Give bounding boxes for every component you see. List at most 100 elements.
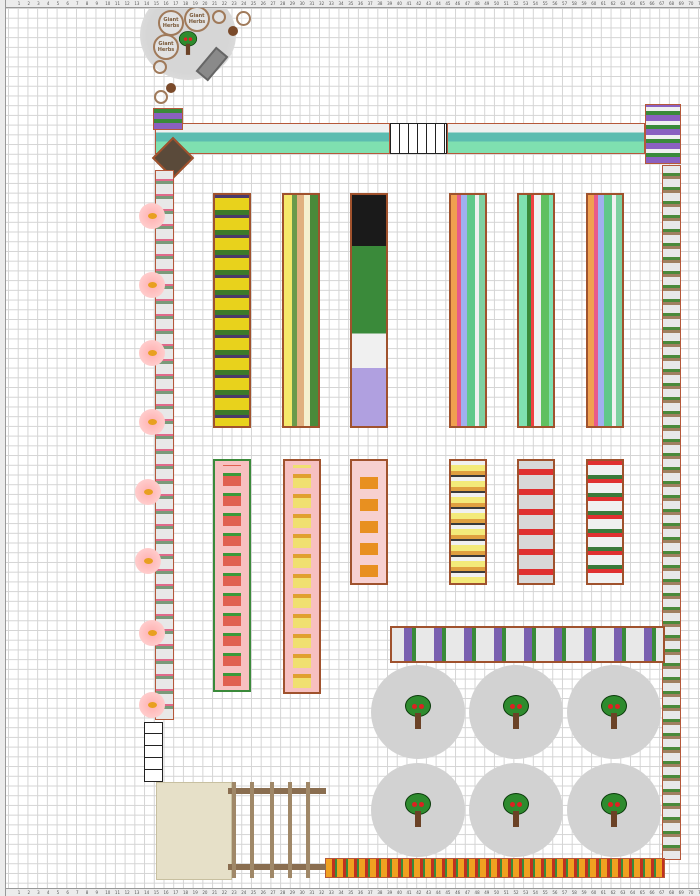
ruler-tick-label: 56 <box>552 1 558 6</box>
apple-tree-icon <box>503 695 529 729</box>
raised-bed-greens[interactable] <box>517 193 555 428</box>
top-border-bed-left[interactable] <box>155 123 390 154</box>
pot-dark[interactable] <box>228 26 238 36</box>
pot[interactable] <box>154 90 168 104</box>
ruler-tick-label: 63 <box>620 1 626 6</box>
bottom-border-bed[interactable] <box>325 858 665 878</box>
ruler-tick-label: 46 <box>455 890 461 895</box>
ruler-tick-label: 52 <box>513 890 519 895</box>
pot[interactable] <box>236 11 251 26</box>
apple-tree-icon <box>405 793 431 827</box>
ruler-tick-label: 24 <box>241 890 247 895</box>
ruler-tick-label: 69 <box>678 1 684 6</box>
raised-bed-strawberries-2[interactable] <box>586 459 624 585</box>
raised-bed-stripes-2[interactable] <box>586 193 624 428</box>
right-border-bed[interactable] <box>662 165 681 860</box>
pot[interactable] <box>153 60 167 74</box>
flower-plant[interactable] <box>139 692 165 718</box>
fruit-tree[interactable] <box>469 763 563 857</box>
ruler-tick-label: 69 <box>678 890 684 895</box>
raised-bed-horizontal[interactable] <box>390 626 665 663</box>
raised-bed-eggplant-peppers[interactable] <box>213 193 251 428</box>
flower-plant[interactable] <box>139 620 165 646</box>
flower-plant[interactable] <box>139 340 165 366</box>
ruler-tick-label: 44 <box>435 1 441 6</box>
ruler-tick-label: 1 <box>17 1 21 6</box>
fruit-tree[interactable] <box>469 665 563 759</box>
pot-dark[interactable] <box>166 83 176 93</box>
apple-tree-icon <box>601 793 627 827</box>
ruler-tick-label: 47 <box>464 890 470 895</box>
top-gate[interactable] <box>390 123 447 154</box>
side-gate[interactable] <box>144 722 163 782</box>
ruler-tick-label: 36 <box>357 1 363 6</box>
flower-plant[interactable] <box>135 548 161 574</box>
patio[interactable] <box>156 782 232 880</box>
ruler-tick-label: 56 <box>552 890 558 895</box>
ruler-tick-label: 25 <box>251 1 257 6</box>
corner-bed-top-right[interactable] <box>645 104 681 164</box>
ruler-tick-label: 42 <box>416 890 422 895</box>
ruler-tick-label: 27 <box>270 1 276 6</box>
flower-plant[interactable] <box>139 272 165 298</box>
raised-bed-watermelon[interactable] <box>213 459 251 692</box>
ruler-tick-label: 64 <box>630 1 636 6</box>
ruler-tick-label: 2 <box>27 1 30 6</box>
left-border-bed[interactable] <box>155 170 174 720</box>
ruler-tick-label: 54 <box>532 890 538 895</box>
raised-bed-pumpkin[interactable] <box>350 459 388 585</box>
fruit-tree[interactable] <box>371 665 465 759</box>
ruler-tick-label: 10 <box>105 1 111 6</box>
flower-plant[interactable] <box>135 479 161 505</box>
ruler-tick-label: 13 <box>134 890 140 895</box>
herb-pot[interactable]: Giant Herbs <box>184 6 210 32</box>
ruler-tick-label: 9 <box>95 890 99 895</box>
raised-bed-squash[interactable] <box>283 459 321 694</box>
ruler-tick-label: 22 <box>221 1 227 6</box>
fruit-tree-icon <box>178 31 198 55</box>
flower-plant[interactable] <box>139 203 165 229</box>
ruler-tick-label: 41 <box>406 1 412 6</box>
ruler-tick-label: 62 <box>610 890 616 895</box>
ruler-tick-label: 68 <box>668 1 675 6</box>
ruler-tick-label: 34 <box>338 890 344 895</box>
ruler-tick-label: 61 <box>600 1 606 6</box>
ruler-tick-label: 21 <box>212 890 218 895</box>
ruler-tick-label: 19 <box>192 1 198 6</box>
ruler-tick-label: 5 <box>56 890 60 895</box>
pergola[interactable] <box>228 782 326 878</box>
fruit-tree[interactable] <box>567 665 661 759</box>
ruler-tick-label: 12 <box>124 1 130 6</box>
raised-bed-stripes-1[interactable] <box>449 193 487 428</box>
ruler-tick-label: 30 <box>299 890 305 895</box>
flower-plant[interactable] <box>139 409 165 435</box>
herb-pot[interactable]: Giant Herbs <box>153 34 179 60</box>
ruler-tick-label: 19 <box>192 890 198 895</box>
ruler-tick-label: 26 <box>260 1 266 6</box>
fruit-tree[interactable] <box>371 763 465 857</box>
ruler-tick-label: 6 <box>66 1 69 6</box>
raised-bed-beans[interactable] <box>449 459 487 585</box>
ruler-tick-label: 16 <box>163 890 169 895</box>
ruler-tick-label: 70 <box>688 1 694 6</box>
ruler-tick-label: 68 <box>668 890 675 895</box>
ruler-tick-label: 53 <box>523 890 529 895</box>
ruler-tick-label: 33 <box>328 1 334 6</box>
ruler-tick-label: 55 <box>542 890 548 895</box>
fruit-tree[interactable] <box>567 763 661 857</box>
ruler-tick-label: 66 <box>649 890 655 895</box>
ruler-tick-label: 29 <box>289 890 295 895</box>
ruler-tick-label: 59 <box>581 1 587 6</box>
top-border-bed-right[interactable] <box>447 123 645 154</box>
herb-label: Giant Herbs <box>162 17 180 29</box>
raised-bed-mixed[interactable] <box>282 193 320 428</box>
ruler-tick-label: 67 <box>659 890 665 895</box>
raised-bed-vegetables[interactable] <box>350 193 388 428</box>
ruler-tick-label: 10 <box>105 890 111 895</box>
ruler-tick-label: 58 <box>571 890 577 895</box>
raised-bed-strawberries-1[interactable] <box>517 459 555 585</box>
pot[interactable] <box>212 10 226 24</box>
ruler-tick-label: 38 <box>377 1 383 6</box>
ruler-tick-label: 18 <box>182 1 189 6</box>
corner-bed-top-left[interactable] <box>153 108 183 130</box>
